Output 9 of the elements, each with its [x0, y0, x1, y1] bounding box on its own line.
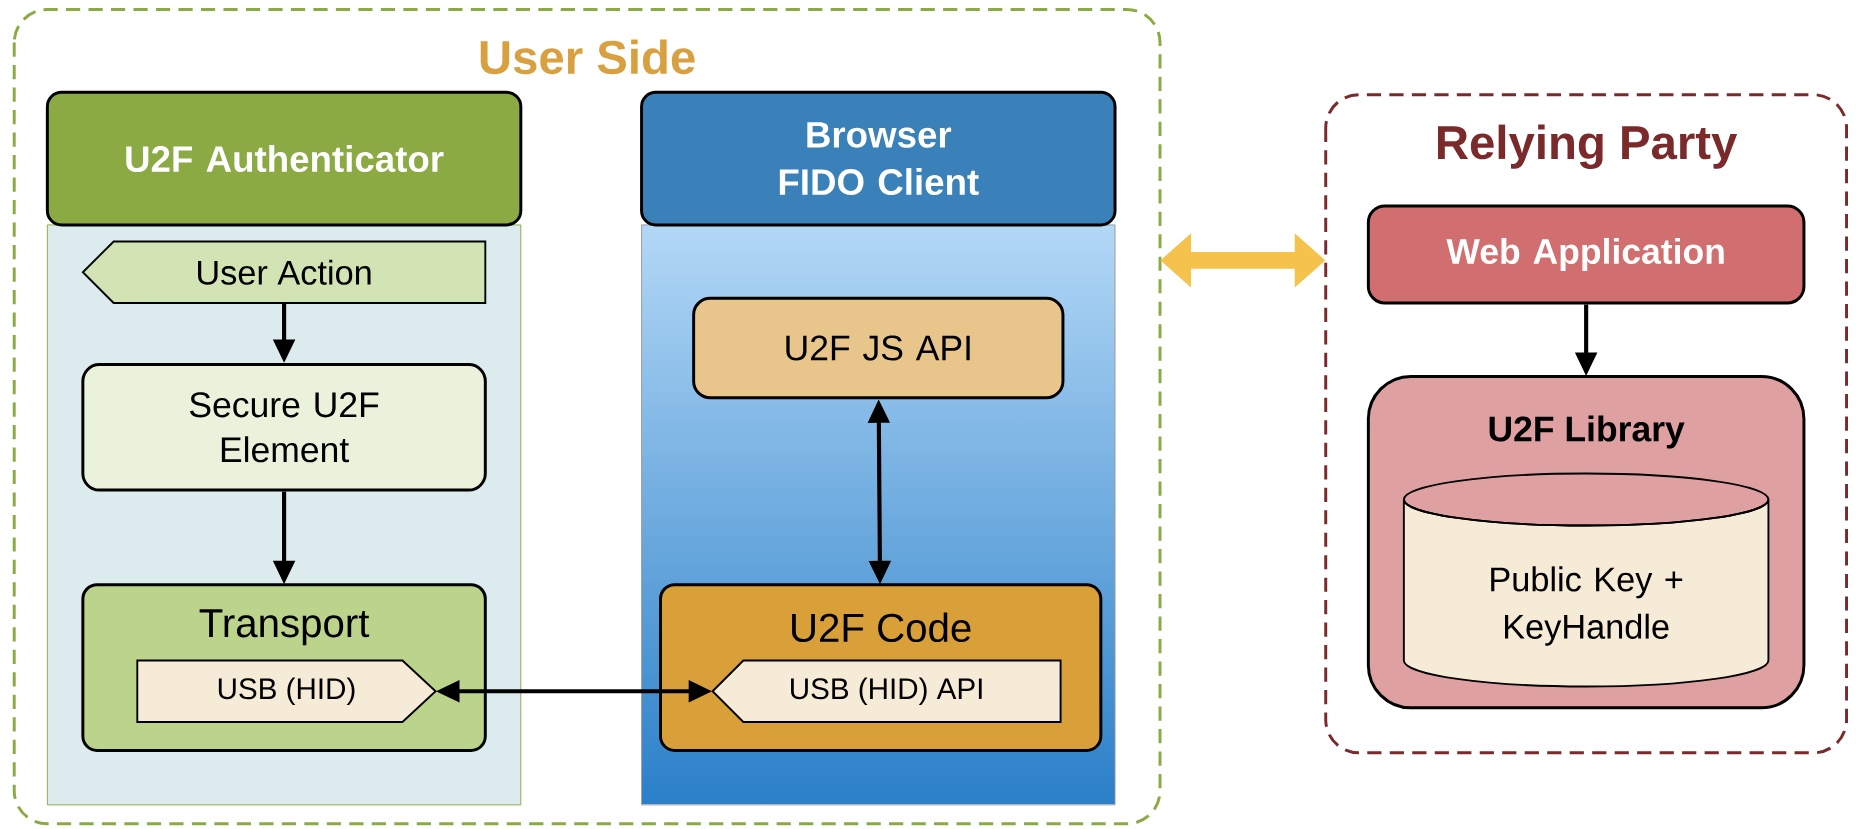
database-cylinder: Public Key + KeyHandle — [1402, 472, 1770, 688]
tag-box: USB (HID) — [136, 659, 437, 724]
rounded-box: Web Application — [1366, 204, 1806, 305]
rounded-box: U2F JS API — [692, 297, 1065, 400]
tag-box: USB (HID) API — [711, 659, 1062, 724]
rounded-box: Secure U2F Element — [81, 363, 487, 492]
node-label: U2F Authenticator — [126, 145, 444, 173]
node-label: Browser FIDO Client — [779, 122, 979, 196]
tag-box: User Action — [81, 240, 487, 305]
